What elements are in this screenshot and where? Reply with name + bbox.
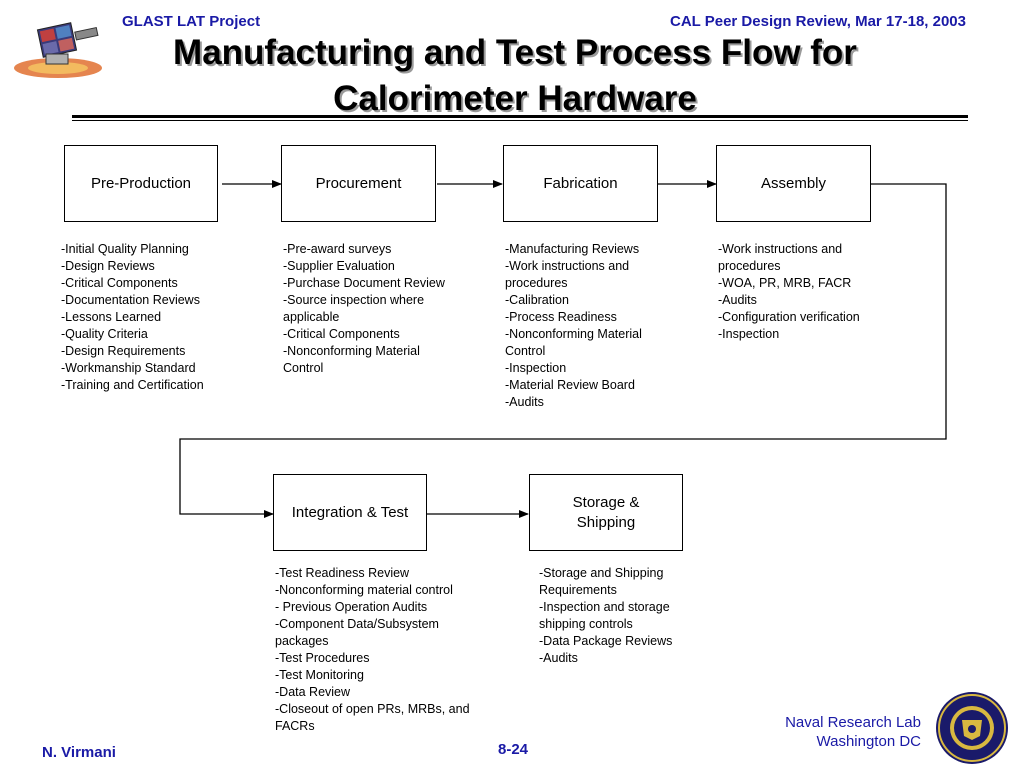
list-item: -Pre-award surveys xyxy=(283,242,392,256)
stage-box-procurement: Procurement xyxy=(281,145,436,222)
page-title: Manufacturing and Test Process Flow for … xyxy=(173,33,857,118)
list-item: -Audits xyxy=(539,651,578,665)
list-item: -Process Readiness xyxy=(505,310,617,324)
list-item: -Inspection xyxy=(505,361,567,375)
footer-org-location: Washington DC xyxy=(816,733,922,750)
list-item: -Critical Components xyxy=(283,327,400,341)
list-item: -Training and Certification xyxy=(61,378,204,392)
footer-page-number: 8-24 xyxy=(498,741,529,758)
list-item: -Lessons Learned xyxy=(61,310,162,324)
list-item: -Closeout of open PRs, MRBs, and FACRs xyxy=(275,702,470,733)
list-item: -Nonconforming Material Control xyxy=(283,344,420,375)
stage-box-storage-shipping: Storage & Shipping xyxy=(529,474,683,551)
stage-box-fabrication: Fabrication xyxy=(503,145,658,222)
stage-list-fabrication: -Manufacturing Reviews -Work instruction… xyxy=(505,241,673,411)
list-item: -Supplier Evaluation xyxy=(283,259,395,273)
list-item: -Audits xyxy=(505,395,544,409)
arrow-assembly-integration xyxy=(179,183,947,518)
list-item: -Configuration verification xyxy=(718,310,860,324)
title-rule-thick xyxy=(72,115,968,118)
list-item: -Data Review xyxy=(275,685,351,699)
list-item: -Material Review Board xyxy=(505,378,635,392)
header-project: GLAST LAT Project xyxy=(122,13,261,30)
list-item: -Design Requirements xyxy=(61,344,186,358)
stage-list-preproduction: -Initial Quality Planning -Design Review… xyxy=(61,241,251,394)
list-item: -Inspection xyxy=(718,327,780,341)
footer-author: N. Virmani xyxy=(42,744,116,761)
list-item: -Calibration xyxy=(505,293,569,307)
stage-list-storage-shipping: -Storage and Shipping Requirements -Insp… xyxy=(539,565,699,667)
list-item: - Previous Operation Audits xyxy=(275,600,428,614)
list-item: -Data Package Reviews xyxy=(539,634,673,648)
list-item: -Design Reviews xyxy=(61,259,155,273)
list-item: -Documentation Reviews xyxy=(61,293,200,307)
stage-box-assembly: Assembly xyxy=(716,145,871,222)
list-item: -Nonconforming Material Control xyxy=(505,327,642,358)
list-item: -WOA, PR, MRB, FACR xyxy=(718,276,852,290)
list-item: -Initial Quality Planning xyxy=(61,242,189,256)
list-item: -Manufacturing Reviews xyxy=(505,242,640,256)
footer-org-name: Naval Research Lab xyxy=(785,714,921,731)
list-item: -Component Data/Subsystem packages xyxy=(275,617,439,648)
list-item: -Audits xyxy=(718,293,757,307)
list-item: -Quality Criteria xyxy=(61,327,148,341)
nrl-seal-logo xyxy=(936,692,1008,764)
stage-list-assembly: -Work instructions and procedures -WOA, … xyxy=(718,241,898,343)
list-item: -Storage and Shipping Requirements xyxy=(539,566,664,597)
list-item: -Work instructions and procedures xyxy=(718,242,843,273)
stage-box-integration-test: Integration & Test xyxy=(273,474,427,551)
list-item: -Critical Components xyxy=(61,276,178,290)
list-item: -Nonconforming material control xyxy=(275,583,453,597)
footer-organization: Naval Research Lab Washington DC xyxy=(785,713,921,751)
list-item: -Test Readiness Review xyxy=(275,566,410,580)
list-item: -Test Monitoring xyxy=(275,668,364,682)
stage-list-procurement: -Pre-award surveys -Supplier Evaluation … xyxy=(283,241,473,377)
list-item: -Source inspection where applicable xyxy=(283,293,425,324)
stage-box-preproduction: Pre-Production xyxy=(64,145,218,222)
header-review: CAL Peer Design Review, Mar 17-18, 2003 xyxy=(670,13,966,30)
list-item: -Inspection and storage shipping control… xyxy=(539,600,670,631)
list-item: -Workmanship Standard xyxy=(61,361,196,375)
glast-satellite-logo xyxy=(14,22,102,78)
title-rule-thin xyxy=(72,120,968,121)
list-item: -Purchase Document Review xyxy=(283,276,445,290)
list-item: -Work instructions and procedures xyxy=(505,259,630,290)
stage-list-integration-test: -Test Readiness Review -Nonconforming ma… xyxy=(275,565,480,735)
list-item: -Test Procedures xyxy=(275,651,370,665)
